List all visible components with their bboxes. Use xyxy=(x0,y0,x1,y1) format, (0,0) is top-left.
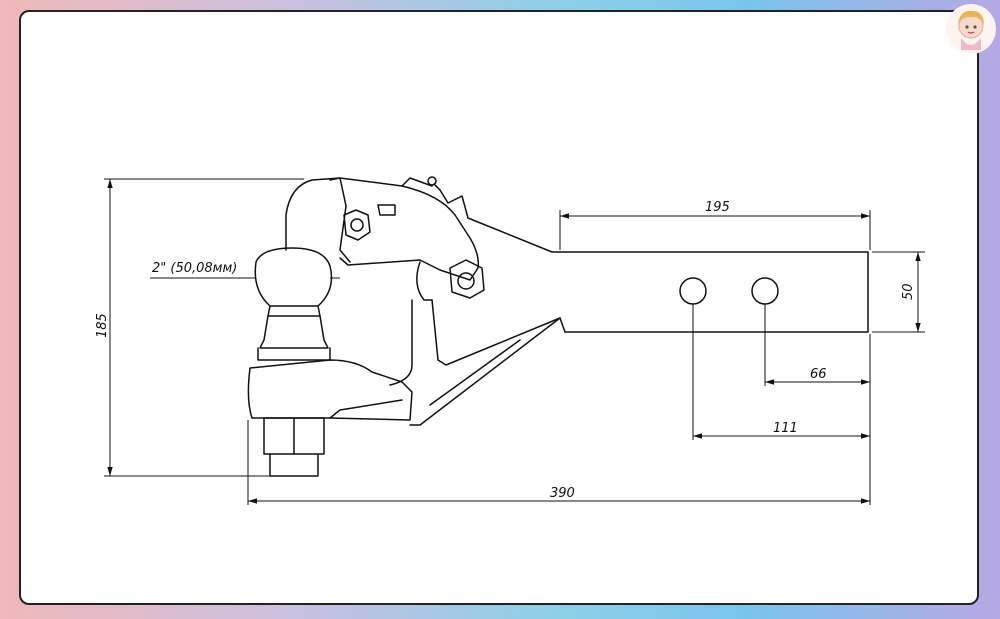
shank-hole-1 xyxy=(679,277,707,305)
dim-185: 185 xyxy=(95,313,110,338)
dim-ball-diameter: 2" (50,08мм) xyxy=(152,261,237,276)
dim-50: 50 xyxy=(901,283,916,300)
cartoon-girl-logo-icon xyxy=(946,4,996,54)
tow-ball xyxy=(254,247,333,307)
bolt-head-mid xyxy=(449,259,485,299)
drawing-frame xyxy=(19,10,979,605)
dim-111: 111 xyxy=(773,421,798,436)
coupling-upper-arm xyxy=(439,189,561,253)
coupling-lower-arm xyxy=(431,299,566,366)
coupling-clamp xyxy=(247,359,413,421)
bolt-head-top xyxy=(343,209,371,241)
dim-66: 66 xyxy=(810,367,827,382)
shank-hole-2 xyxy=(751,277,779,305)
coupling-jaw xyxy=(285,177,480,281)
shank-bar xyxy=(559,251,869,333)
dim-390: 390 xyxy=(550,486,575,501)
dim-195: 195 xyxy=(705,200,730,215)
